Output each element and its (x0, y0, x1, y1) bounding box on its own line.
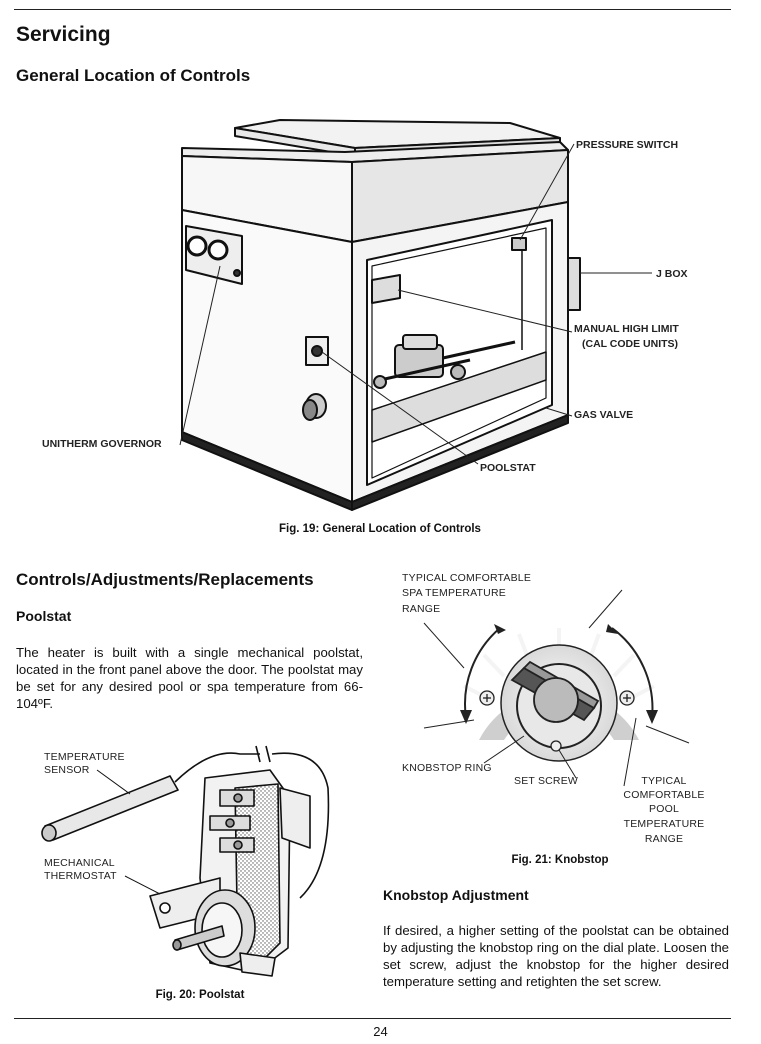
pressure-switch (511, 237, 527, 251)
label-sensor: SENSOR (44, 764, 90, 776)
label-gas-valve: GAS VALVE (574, 409, 633, 421)
label-thermostat: THERMOSTAT (44, 870, 117, 882)
page-title: Servicing (16, 23, 111, 46)
label-mechanical: MECHANICAL (44, 857, 115, 869)
label-knobstop-ring: KNOBSTOP RING (402, 762, 492, 774)
section-heading-general-location: General Location of Controls (16, 66, 251, 85)
fig19-caption: Fig. 19: General Location of Controls (279, 523, 481, 535)
temperature-sensor-bulb (44, 775, 179, 841)
label-pool-temperature: TEMPERATURE (624, 818, 705, 830)
label-pool-range: RANGE (645, 833, 683, 845)
page-number: 24 (373, 1024, 388, 1039)
j-box (567, 257, 581, 311)
manual-high-limit-box (371, 274, 401, 304)
pool-range-arrow (611, 627, 654, 719)
poolstat-paragraph: The heater is built with a single mechan… (16, 645, 363, 711)
poolstat-knob-handle (510, 660, 600, 723)
label-typical-pool: TYPICAL (641, 775, 686, 787)
spa-range-arrow (464, 627, 501, 719)
set-screw (550, 740, 562, 752)
section-heading-controls: Controls/Adjustments/Replacements (16, 570, 314, 589)
label-set-screw: SET SCREW (514, 775, 578, 787)
label-spa-range: RANGE (402, 603, 440, 615)
fig21-caption: Fig. 21: Knobstop (511, 854, 609, 866)
poolstat-heading: Poolstat (16, 608, 72, 624)
fig19-heater-diagram: PRESSURE SWITCH J BOX MANUAL HIGH LIMIT … (42, 119, 688, 511)
top-rule (14, 9, 731, 10)
label-comfortable-pool: COMFORTABLE (623, 789, 704, 801)
fig20-caption: Fig. 20: Poolstat (155, 989, 245, 1001)
label-j-box: J BOX (656, 268, 688, 280)
label-pressure-switch: PRESSURE SWITCH (576, 139, 678, 151)
label-unitherm-governor: UNITHERM GOVERNOR (42, 438, 162, 450)
label-cal-code-units: (CAL CODE UNITS) (582, 338, 678, 350)
label-temperature: TEMPERATURE (44, 751, 125, 763)
gas-valve (373, 334, 516, 389)
label-pool: POOL (649, 803, 679, 815)
knobstop-heading: Knobstop Adjustment (383, 887, 529, 903)
bottom-rule (14, 1018, 731, 1019)
label-manual-high-limit: MANUAL HIGH LIMIT (574, 323, 679, 335)
label-poolstat: POOLSTAT (480, 462, 536, 474)
label-spa-temperature: SPA TEMPERATURE (402, 587, 506, 599)
fig21-knobstop-diagram: TYPICAL COMFORTABLE SPA TEMPERATURE RANG… (402, 572, 705, 845)
knobstop-paragraph: If desired, a higher setting of the pool… (383, 923, 729, 989)
capillary-tube (174, 752, 330, 899)
label-typical-comfortable-spa: TYPICAL COMFORTABLE (402, 572, 531, 584)
fig20-poolstat-diagram: TEMPERATURE SENSOR MECHANICAL THERMOSTAT (41, 745, 330, 977)
